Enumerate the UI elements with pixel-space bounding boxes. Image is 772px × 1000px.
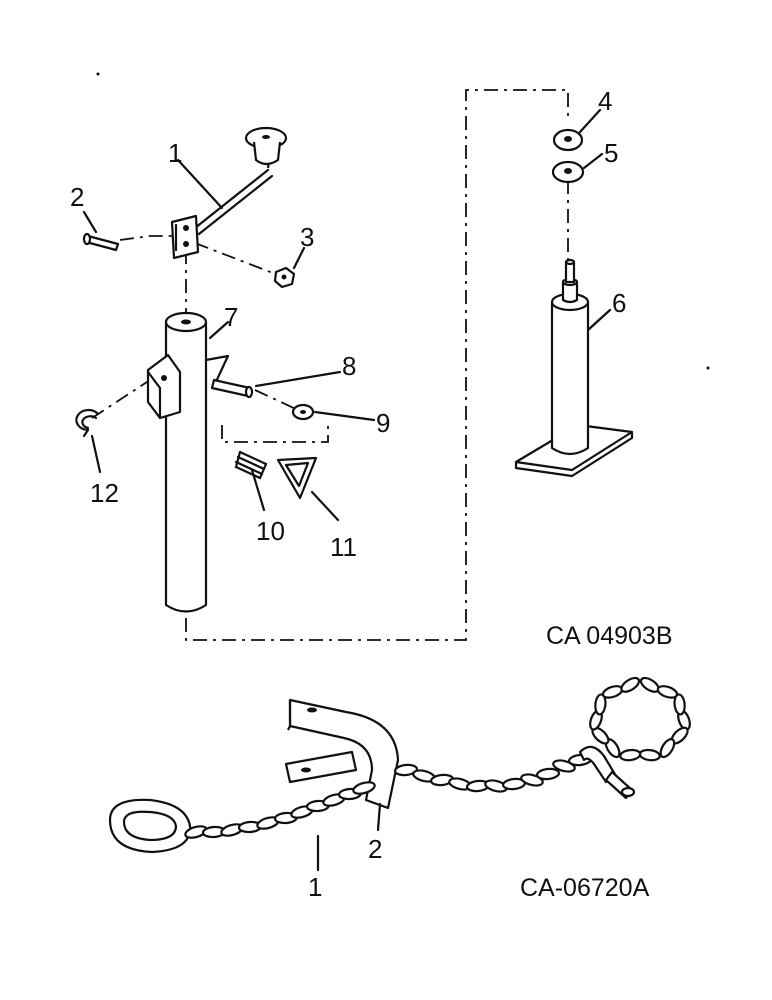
chain-left <box>184 781 376 839</box>
clip-centerline <box>91 379 151 419</box>
upper-drawing-code: CA 04903B <box>546 622 673 650</box>
chain-link <box>352 781 376 795</box>
clip-ring <box>75 408 100 438</box>
jack-tube <box>146 311 230 613</box>
lock-pin <box>210 378 254 399</box>
washer-4 <box>552 128 584 152</box>
d-ring-part <box>276 456 318 500</box>
chain-link <box>594 693 607 716</box>
upper-leader-lines <box>82 108 612 522</box>
chain-link <box>673 693 686 716</box>
callout-6: 6 <box>612 288 626 318</box>
chain-link <box>535 767 561 781</box>
chain-link <box>659 738 676 759</box>
chain-shackle <box>578 745 636 800</box>
chain-bracket <box>284 698 400 810</box>
callout-4: 4 <box>598 86 612 116</box>
chain-link <box>638 748 661 762</box>
jack-base <box>514 258 634 478</box>
end-link <box>108 798 192 854</box>
upper-assembly: 1 2 3 4 5 6 7 8 9 10 11 12 CA 04903B <box>70 86 673 650</box>
callout-10: 10 <box>256 516 285 546</box>
chain-loop <box>589 676 691 762</box>
callout-2: 2 <box>70 182 84 212</box>
spring-group-box <box>221 425 329 443</box>
chain-link <box>620 676 641 693</box>
speck <box>96 72 100 76</box>
speck <box>706 366 710 370</box>
callout-8: 8 <box>342 351 356 381</box>
callout-3: 3 <box>300 222 314 252</box>
callout-9: 9 <box>376 408 390 438</box>
callout-12: 12 <box>90 478 119 508</box>
lower-drawing-code: CA-06720A <box>520 874 650 902</box>
chain-right <box>393 753 593 793</box>
callout-7: 7 <box>224 302 238 332</box>
chain-link <box>393 763 419 777</box>
callout-1: 1 <box>168 138 182 168</box>
washer-centerline <box>254 389 299 411</box>
chain-link <box>601 685 624 699</box>
chain-link <box>619 748 642 762</box>
nut-part <box>273 266 296 289</box>
callout-5: 5 <box>604 138 618 168</box>
lower-leader-lines <box>316 802 382 872</box>
washer-small <box>291 403 315 421</box>
crank-handle <box>170 126 288 260</box>
spring-part <box>234 450 268 480</box>
washer-5 <box>551 160 585 184</box>
pin-centerline <box>119 235 172 241</box>
callout-11: 11 <box>330 532 357 562</box>
nut-centerline <box>194 242 279 276</box>
assembly-connector-line <box>185 89 569 641</box>
lower-callout-2: 2 <box>368 834 382 864</box>
pin-part <box>82 232 120 252</box>
lower-callout-1: 1 <box>308 872 322 902</box>
lower-assembly: 1 2 CA-06720A <box>108 676 691 902</box>
